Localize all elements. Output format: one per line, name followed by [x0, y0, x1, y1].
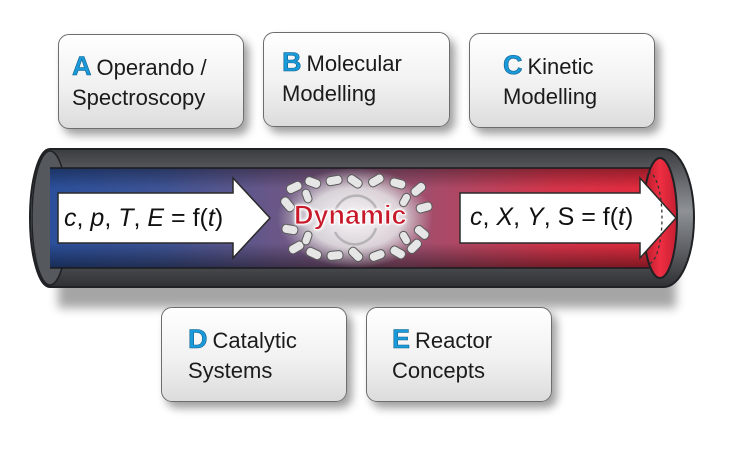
dynamic-label: Dynamic [294, 200, 407, 231]
card-line2: Modelling [503, 84, 598, 109]
outlet-arrow [459, 176, 678, 260]
inlet-conditions-label: c, p, T, E = f(t) [64, 204, 224, 232]
catalyst-pellets-icon [277, 168, 433, 268]
card-line1: Catalytic [212, 328, 297, 353]
card-line1: Operando / [96, 55, 207, 80]
card-letter-b: B [282, 47, 302, 78]
card-line2: Modelling [282, 81, 377, 106]
card-letter-d: D [188, 324, 208, 355]
card-line2: Concepts [392, 358, 485, 383]
outlet-conditions-label: c, X, Y, S = f(t) [470, 203, 634, 231]
card-letter-e: E [392, 324, 411, 355]
card-line1: Molecular [306, 51, 402, 76]
card-line1: Reactor [415, 328, 493, 353]
card-letter-a: A [72, 51, 92, 82]
card-line1: Kinetic [527, 54, 594, 79]
card-line2: Systems [188, 358, 273, 383]
inlet-arrow [57, 176, 272, 260]
card-line2: Spectroscopy [72, 85, 206, 110]
card-letter-c: C [503, 50, 523, 81]
